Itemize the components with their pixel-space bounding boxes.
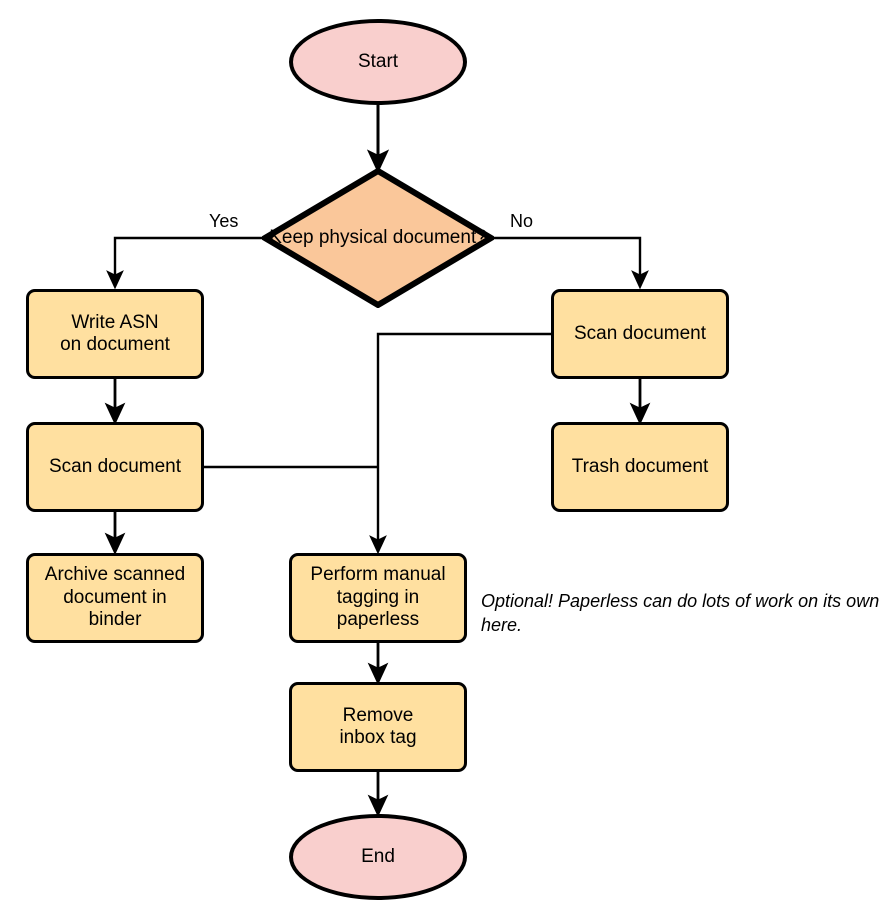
node-remove-inbox-tag-label: Remove inbox tag — [339, 704, 417, 748]
node-scan-document-right-label: Scan document — [573, 322, 707, 344]
node-decision[interactable]: Keep physical document? — [262, 168, 494, 308]
edge-scan-right-to-tagging — [369, 332, 551, 555]
node-archive-binder-label: Archive scanned document in binder — [44, 564, 186, 631]
edge-decision-to-write-asn — [106, 236, 265, 290]
node-start-label: Start — [357, 50, 399, 72]
node-start[interactable]: Start — [289, 19, 467, 105]
node-decision-label: Keep physical document? — [269, 226, 487, 248]
edge-label-no: No — [510, 211, 534, 231]
edge-decision-to-scan-right — [491, 236, 649, 290]
node-archive-binder[interactable]: Archive scanned document in binder — [26, 553, 204, 643]
node-trash-document-label: Trash document — [571, 455, 709, 477]
node-write-asn-label: Write ASN on document — [60, 311, 170, 355]
node-manual-tagging[interactable]: Perform manual tagging in paperless — [289, 553, 467, 643]
annotation-optional-note: Optional! Paperless can do lots of work … — [481, 591, 880, 636]
diamond-shape — [262, 168, 494, 308]
node-scan-document-left-label: Scan document — [48, 455, 182, 477]
node-scan-document-right[interactable]: Scan document — [551, 289, 729, 379]
node-manual-tagging-label: Perform manual tagging in paperless — [310, 564, 446, 631]
edge-label-yes: Yes — [209, 211, 239, 231]
node-remove-inbox-tag[interactable]: Remove inbox tag — [289, 682, 467, 772]
node-scan-document-left[interactable]: Scan document — [26, 422, 204, 512]
node-end[interactable]: End — [289, 814, 467, 900]
node-write-asn[interactable]: Write ASN on document — [26, 289, 204, 379]
node-end-label: End — [361, 845, 395, 867]
node-trash-document[interactable]: Trash document — [551, 422, 729, 512]
